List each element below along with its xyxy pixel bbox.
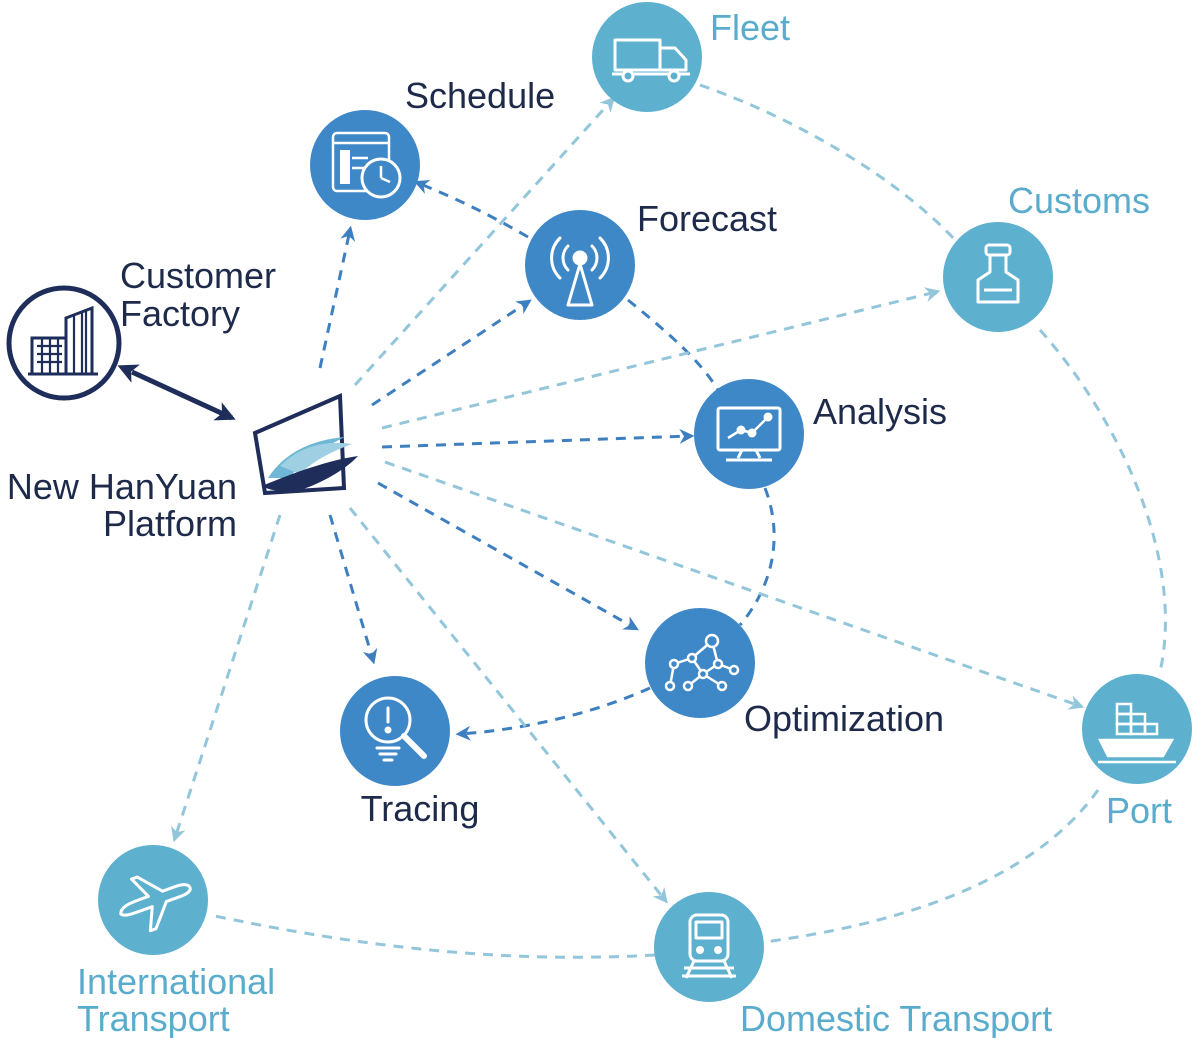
- monitor-chart-icon: [716, 406, 782, 462]
- transport-connectors: [209, 83, 1167, 959]
- domestic-label: Domestic Transport: [740, 998, 1052, 1038]
- connector-forecast-analysis: [627, 298, 720, 391]
- forecast-label: Forecast: [637, 198, 777, 239]
- arrow-platform-schedule: [318, 225, 356, 369]
- analysis-label: Analysis: [813, 391, 947, 432]
- platform-arrows-dark: [318, 225, 695, 665]
- international-transport-node[interactable]: [98, 845, 208, 955]
- schedule-node[interactable]: [310, 110, 420, 220]
- analysis-node[interactable]: [694, 379, 804, 489]
- arrow-platform-fleet: [353, 96, 616, 387]
- arrow-forecast-schedule: [413, 179, 529, 239]
- schedule-clock-icon: [331, 131, 402, 199]
- magnifier-alert-icon: [364, 696, 427, 762]
- customer-label-line2: Factory: [120, 293, 240, 334]
- container-ship-icon: [1097, 702, 1176, 764]
- factory-building-icon: [28, 305, 98, 376]
- customer-label-line1: Customer: [120, 255, 276, 296]
- schedule-label: Schedule: [405, 75, 555, 116]
- customs-node[interactable]: [943, 222, 1053, 332]
- arrow-platform-domestic: [348, 507, 668, 904]
- arrow-platform-forecast: [371, 299, 532, 407]
- arrow-platform-tracing: [328, 514, 378, 665]
- tracing-label: Tracing: [361, 788, 480, 829]
- tracing-node[interactable]: [340, 676, 450, 786]
- platform-label-line1: New HanYuan: [7, 466, 237, 507]
- connector-customs-port: [1038, 329, 1167, 673]
- ship-sail-logo-icon[interactable]: [252, 393, 358, 496]
- domestic-transport-node[interactable]: [654, 892, 764, 1002]
- port-node[interactable]: [1082, 674, 1192, 784]
- optimization-node[interactable]: [645, 608, 755, 718]
- fleet-label: Fleet: [710, 7, 790, 48]
- airplane-icon: [119, 875, 192, 933]
- customs-label: Customs: [1008, 180, 1150, 221]
- forecast-node[interactable]: [525, 210, 635, 320]
- connector-port-domestic: [764, 789, 1100, 944]
- truck-icon: [612, 38, 690, 83]
- train-icon: [682, 913, 736, 979]
- fleet-node[interactable]: [592, 2, 702, 112]
- radio-tower-icon: [550, 236, 610, 307]
- platform-arrows-light: [171, 96, 1085, 904]
- arrow-customer-platform: [117, 364, 236, 421]
- connector-fleet-customs: [699, 83, 960, 245]
- arrow-platform-analysis: [381, 428, 695, 449]
- stamp-icon: [976, 243, 1020, 304]
- arrow-platform-optimization: [377, 481, 639, 631]
- international-label-line2: Transport: [77, 998, 230, 1038]
- connector-domestic-international: [209, 913, 656, 959]
- port-label: Port: [1106, 790, 1172, 831]
- platform-label-line2: Platform: [103, 503, 237, 544]
- arrow-platform-customs: [381, 287, 941, 430]
- arrow-platform-international: [171, 514, 282, 843]
- arrow-optimization-tracing: [455, 686, 651, 741]
- network-graph-icon: [664, 633, 740, 692]
- customer-factory-node[interactable]: [6, 285, 122, 401]
- optimization-label: Optimization: [744, 698, 944, 739]
- analysis-connectors: [413, 179, 776, 741]
- arrow-platform-port: [384, 460, 1085, 710]
- connector-analysis-optimization: [738, 487, 776, 626]
- international-label-line1: International: [77, 961, 275, 1002]
